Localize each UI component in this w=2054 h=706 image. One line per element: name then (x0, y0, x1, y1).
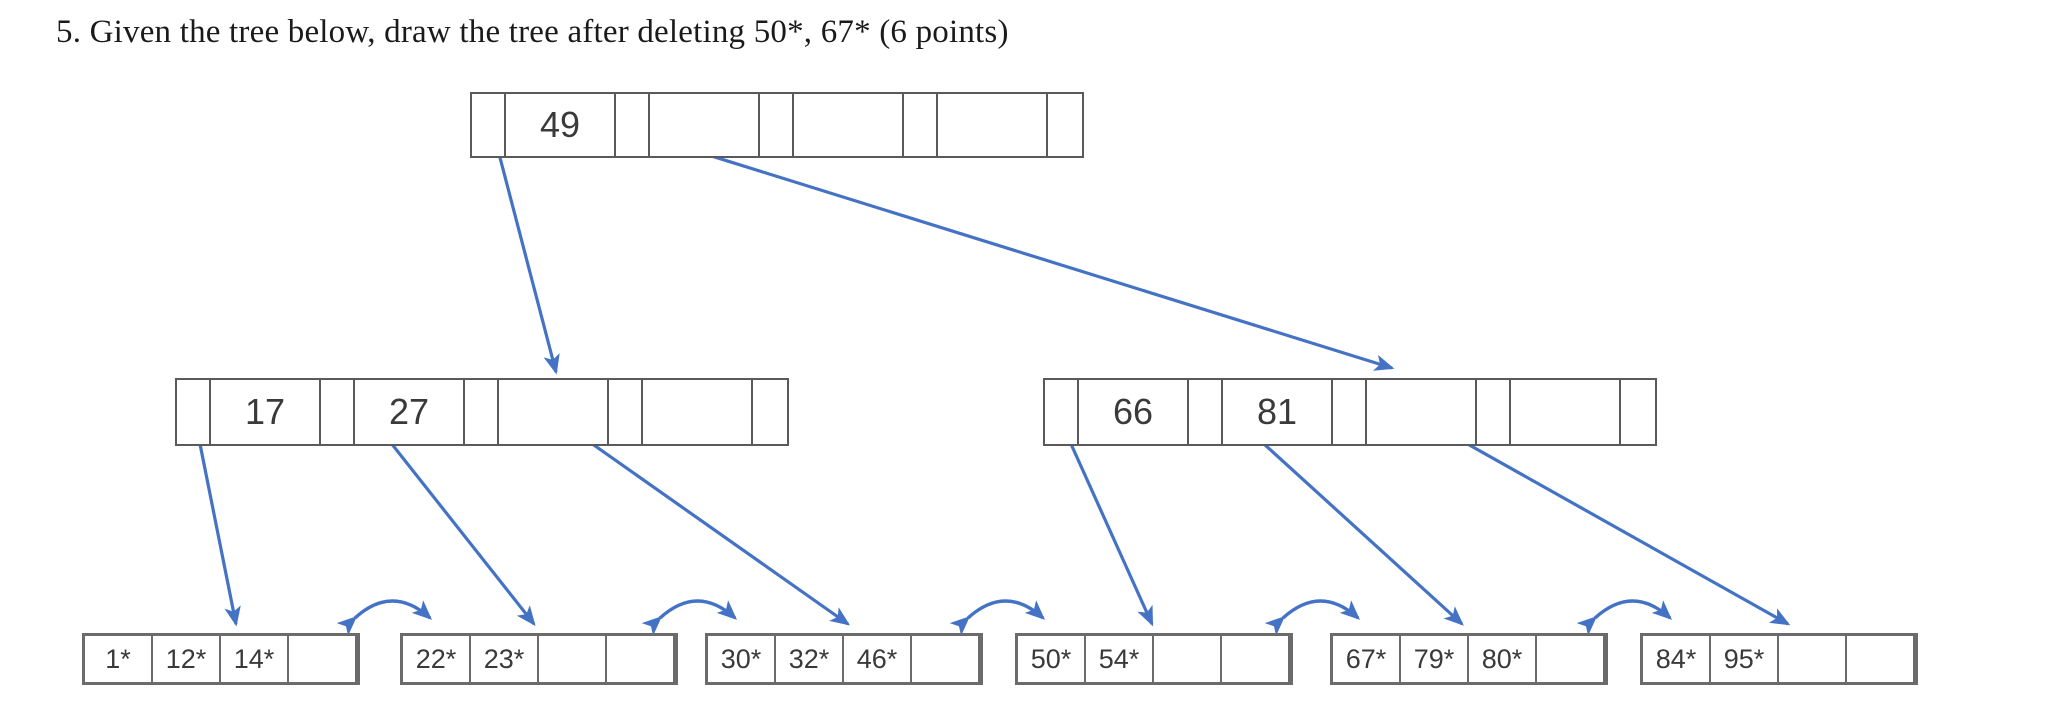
leaf-4-cell-1: 54* (1086, 636, 1154, 682)
internal-node-right-pointer-4 (1621, 380, 1655, 444)
sibling-link-2-3 (641, 599, 738, 636)
leaf-2-cell-3 (607, 636, 675, 682)
internal-node-right-key-0: 66 (1079, 380, 1189, 444)
internal-node-left-pointer-3 (609, 380, 643, 444)
root-node-pointer-3 (904, 94, 938, 156)
leaf-6: 84*95* (1640, 633, 1918, 685)
leaf-2: 22*23* (400, 633, 678, 685)
leaf-3-cell-3 (912, 636, 980, 682)
leaf-6-cell-0: 84* (1643, 636, 1711, 682)
sibling-link-3-4 (949, 599, 1046, 636)
leaf-4-cell-2 (1154, 636, 1222, 682)
leaf-6-cell-2 (1779, 636, 1847, 682)
right-internal-to-leaf-6 (1431, 422, 1791, 626)
root-node: 49 (470, 92, 1084, 158)
leaf-1-cell-2: 14* (221, 636, 289, 682)
left-internal-to-leaf-3 (563, 422, 851, 626)
internal-node-right-pointer-1 (1189, 380, 1223, 444)
internal-node-right-pointer-3 (1477, 380, 1511, 444)
leaf-3: 30*32*46* (705, 633, 983, 685)
internal-node-left-key-0: 17 (211, 380, 321, 444)
sibling-link-4-5 (1264, 599, 1361, 636)
internal-node-left-key-2 (499, 380, 609, 444)
leaf-1-cell-1: 12* (153, 636, 221, 682)
leaf-5-cell-0: 67* (1333, 636, 1401, 682)
internal-node-left-pointer-4 (753, 380, 787, 444)
leaf-1-cell-3 (289, 636, 357, 682)
internal-node-right: 66 81 (1043, 378, 1657, 446)
leaf-6-cell-1: 95* (1711, 636, 1779, 682)
left-internal-to-leaf-2 (374, 423, 536, 627)
right-internal-to-leaf-4 (1060, 423, 1154, 627)
internal-node-right-key-1: 81 (1223, 380, 1333, 444)
internal-node-left-pointer-0 (177, 380, 211, 444)
right-internal-to-leaf-5 (1240, 422, 1464, 626)
leaf-1-cell-0: 1* (85, 636, 153, 682)
sibling-link-5-6 (1576, 599, 1673, 636)
leaf-2-cell-0: 22* (403, 636, 471, 682)
internal-node-right-key-2 (1367, 380, 1477, 444)
leaf-3-cell-2: 46* (844, 636, 912, 682)
root-to-right-internal (627, 128, 1395, 371)
leaf-5-cell-2: 80* (1469, 636, 1537, 682)
leaf-3-cell-0: 30* (708, 636, 776, 682)
leaf-5-cell-1: 79* (1401, 636, 1469, 682)
internal-node-right-pointer-0 (1045, 380, 1079, 444)
root-node-pointer-1 (616, 94, 650, 156)
leaf-4-cell-0: 50* (1018, 636, 1086, 682)
internal-node-right-pointer-2 (1333, 380, 1367, 444)
leaf-2-cell-1: 23* (471, 636, 539, 682)
page-title: 5. Given the tree below, draw the tree a… (56, 14, 1009, 50)
internal-node-left-pointer-2 (465, 380, 499, 444)
left-internal-to-leaf-1 (194, 423, 241, 627)
leaf-5-cell-3 (1537, 636, 1605, 682)
root-node-key-3 (938, 94, 1048, 156)
sibling-link-1-2 (336, 599, 433, 636)
leaf-1: 1*12*14* (82, 633, 360, 685)
root-node-pointer-2 (760, 94, 794, 156)
root-to-left-internal (496, 149, 560, 375)
internal-node-left-key-3 (643, 380, 753, 444)
leaf-4: 50*54* (1015, 633, 1293, 685)
root-node-key-2 (794, 94, 904, 156)
root-node-pointer-4 (1048, 94, 1082, 156)
root-node-pointer-0 (472, 94, 506, 156)
leaf-2-cell-2 (539, 636, 607, 682)
root-node-key-0: 49 (506, 94, 616, 156)
leaf-6-cell-3 (1847, 636, 1915, 682)
internal-node-left-pointer-1 (321, 380, 355, 444)
internal-node-left-key-1: 27 (355, 380, 465, 444)
leaf-5: 67*79*80* (1330, 633, 1608, 685)
leaf-4-cell-3 (1222, 636, 1290, 682)
root-node-key-1 (650, 94, 760, 156)
leaf-3-cell-1: 32* (776, 636, 844, 682)
internal-node-right-key-3 (1511, 380, 1621, 444)
